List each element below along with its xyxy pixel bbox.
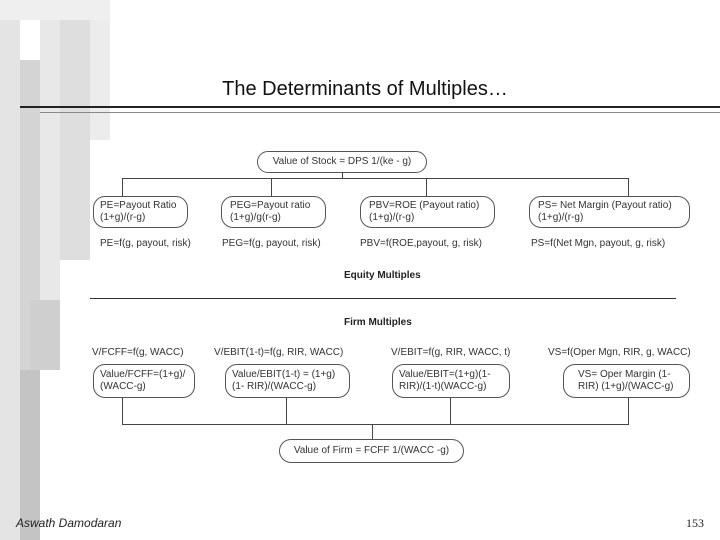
vs-formula-box: VS= Oper Margin (1- RIR) (1+g)/(WACC-g) <box>563 364 690 398</box>
equity-stem <box>342 173 343 178</box>
stock-value-formula: Value of Stock = DPS 1/(ke - g) <box>257 151 427 173</box>
equity-drop-4 <box>628 178 629 196</box>
pbv-formula-box: PBV=ROE (Payout ratio) (1+g)/(r-g) <box>360 196 495 228</box>
stock-value-formula-text: Value of Stock = DPS 1/(ke - g) <box>272 156 412 167</box>
equity-bus <box>122 178 628 179</box>
decor-bar-1 <box>0 20 20 540</box>
pe-formula-box: PE=Payout Ratio (1+g)/(r-g) <box>93 196 188 228</box>
decor-top-left-bar <box>0 0 110 20</box>
firm-multiples-label: Firm Multiples <box>344 317 412 328</box>
page-number: 153 <box>686 516 704 530</box>
pe-summary: PE=f(g, payout, risk) <box>100 238 191 249</box>
equity-drop-1 <box>122 178 123 196</box>
v-ebit-formula-text: Value/EBIT=(1+g)(1- RIR)/(1-t)(WACC-g) <box>399 369 491 392</box>
equity-drop-2 <box>271 178 272 196</box>
v-ebit1t-summary: V/EBIT(1-t)=f(g, RIR, WACC) <box>214 347 344 358</box>
v-fcff-formula-text: Value/FCFF=(1+g)/ (WACC-g) <box>100 369 186 392</box>
title-rule-thick <box>20 106 720 108</box>
section-divider <box>90 298 676 299</box>
pbv-summary: PBV=f(ROE,payout, g, risk) <box>360 238 482 249</box>
firm-rise-4 <box>628 398 629 424</box>
firm-value-formula: Value of Firm = FCFF 1/(WACC -g) <box>279 439 464 463</box>
decor-bar-3 <box>40 20 60 300</box>
equity-multiples-label: Equity Multiples <box>344 270 421 281</box>
firm-value-formula-text: Value of Firm = FCFF 1/(WACC -g) <box>293 445 450 456</box>
firm-bus <box>122 424 629 425</box>
peg-formula-text: PEG=Payout ratio (1+g)/g(r-g) <box>230 200 311 223</box>
firm-stem <box>372 424 373 439</box>
ps-formula-box: PS= Net Margin (Payout ratio) (1+g)/(r-g… <box>529 196 690 228</box>
equity-drop-3 <box>426 178 427 196</box>
peg-formula-box: PEG=Payout ratio (1+g)/g(r-g) <box>221 196 326 228</box>
firm-rise-1 <box>122 398 123 424</box>
ps-formula-text: PS= Net Margin (Payout ratio) (1+g)/(r-g… <box>538 200 672 223</box>
decor-bar-4 <box>60 20 90 260</box>
ps-summary: PS=f(Net Mgn, payout, g, risk) <box>531 238 666 249</box>
firm-rise-3 <box>450 398 451 424</box>
vs-formula-text: VS= Oper Margin (1- RIR) (1+g)/(WACC-g) <box>578 369 674 392</box>
firm-rise-2 <box>286 398 287 424</box>
v-ebit1t-formula-text: Value/EBIT(1-t) = (1+g) (1- RIR)/(WACC-g… <box>232 369 336 392</box>
decor-bar-7 <box>20 370 40 540</box>
author-name: Aswath Damodaran <box>16 516 122 530</box>
pbv-formula-text: PBV=ROE (Payout ratio) (1+g)/(r-g) <box>369 200 480 223</box>
v-ebit-formula-box: Value/EBIT=(1+g)(1- RIR)/(1-t)(WACC-g) <box>392 364 510 398</box>
decor-bar-6 <box>30 300 60 370</box>
v-ebit1t-formula-box: Value/EBIT(1-t) = (1+g) (1- RIR)/(WACC-g… <box>225 364 350 398</box>
v-fcff-formula-box: Value/FCFF=(1+g)/ (WACC-g) <box>93 364 195 398</box>
pe-formula-text: PE=Payout Ratio (1+g)/(r-g) <box>100 200 177 223</box>
title-rule-thin <box>40 112 720 113</box>
peg-summary: PEG=f(g, payout, risk) <box>222 238 321 249</box>
slide-title: The Determinants of Multiples… <box>222 78 508 100</box>
v-fcff-summary: V/FCFF=f(g, WACC) <box>92 347 184 358</box>
v-ebit-summary: V/EBIT=f(g, RIR, WACC, t) <box>391 347 511 358</box>
vs-summary: VS=f(Oper Mgn, RIR, g, WACC) <box>548 347 691 358</box>
decor-bar-5 <box>90 20 110 140</box>
